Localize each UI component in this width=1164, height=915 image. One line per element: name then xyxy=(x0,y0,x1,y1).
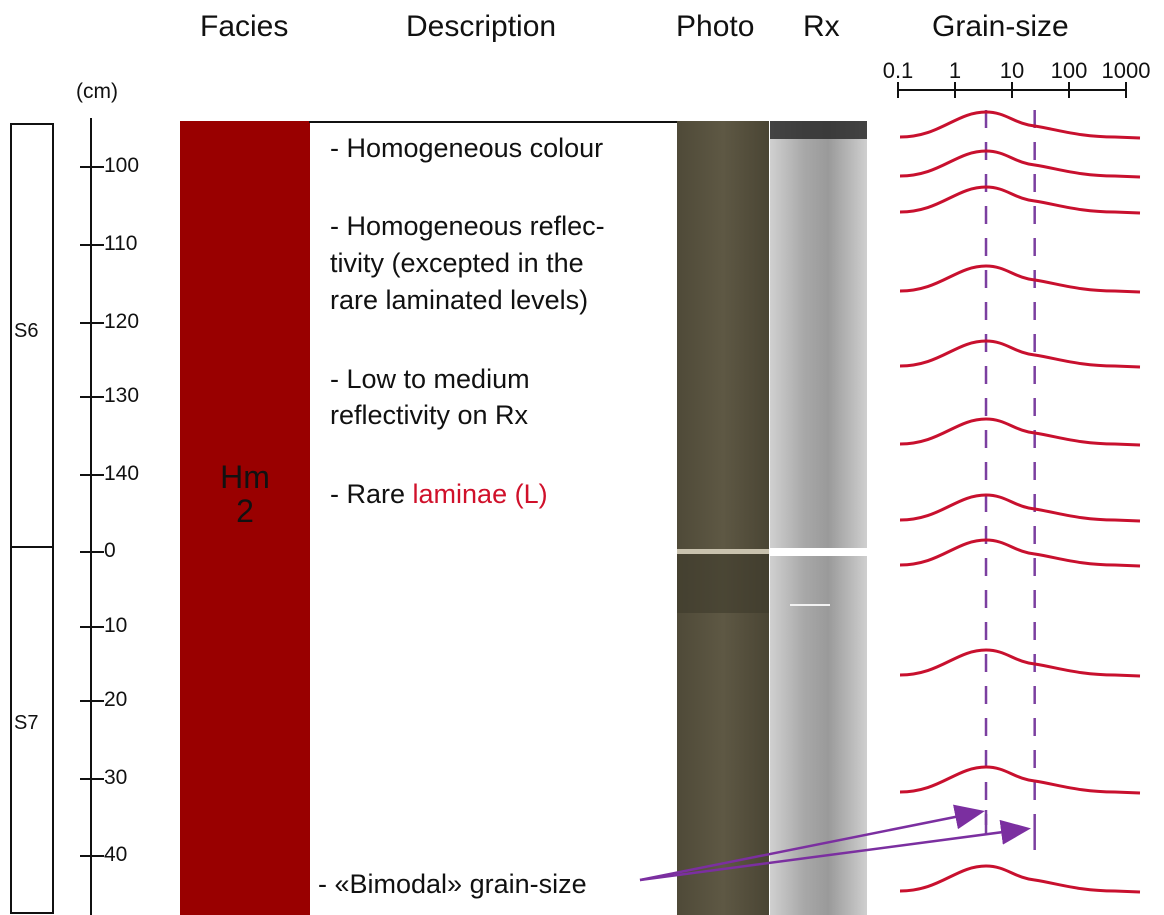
header-description: Description xyxy=(406,10,557,43)
desc-rare-laminae: - Rare laminae (L) xyxy=(330,476,548,512)
core-rx xyxy=(770,121,867,915)
grain-size-curve xyxy=(899,493,1141,523)
grain-size-curve xyxy=(899,765,1141,795)
desc-reflectivity-line3: rare laminated levels) xyxy=(330,285,589,315)
section-box-s7 xyxy=(10,546,54,914)
depth-tick-mark xyxy=(80,855,104,857)
desc-reflectivity-line2: tivity (excepted in the xyxy=(330,248,584,278)
core-rx-break xyxy=(770,548,867,556)
depth-tick-mark xyxy=(80,626,104,628)
depth-tick-label: 120 xyxy=(104,310,140,333)
grain-size-panel: 0.1 1 10 100 1000 xyxy=(883,58,1151,894)
depth-tick-label: 0 xyxy=(104,539,116,562)
depth-tick-mark xyxy=(80,700,104,702)
grain-scale-label: 10 xyxy=(1000,58,1024,83)
desc-low-medium-line2: reflectivity on Rx xyxy=(330,400,529,430)
header-grain-size: Grain-size xyxy=(932,10,1069,43)
core-rx-lamina xyxy=(790,604,830,606)
description-box xyxy=(309,121,677,915)
grain-size-curve xyxy=(899,339,1141,369)
depth-tick-label: 110 xyxy=(104,232,138,255)
grain-scale-label: 1000 xyxy=(1102,58,1151,83)
depth-tick-mark xyxy=(80,322,104,324)
depth-tick-mark xyxy=(80,244,104,246)
depth-tick-label: 130 xyxy=(104,384,140,407)
depth-tick-label: 40 xyxy=(104,843,128,866)
depth-tick-label: 20 xyxy=(104,688,128,711)
grain-size-curve xyxy=(899,185,1141,215)
core-photo-dark-band xyxy=(677,553,769,613)
core-rx-top-dark xyxy=(770,121,867,139)
desc-bimodal: - «Bimodal» grain-size xyxy=(318,866,591,902)
grain-scale-label: 0.1 xyxy=(883,58,914,83)
desc-rare-prefix: - Rare xyxy=(330,479,413,509)
grain-size-curve xyxy=(899,538,1141,568)
section-label-s7: S7 xyxy=(14,712,39,734)
depth-unit-label: (cm) xyxy=(76,80,118,103)
facies-code: Hm 2 xyxy=(180,460,310,528)
depth-tick-mark xyxy=(80,778,104,780)
grain-scale-label: 1 xyxy=(949,58,961,83)
grain-size-curve xyxy=(899,149,1141,179)
core-photo xyxy=(677,121,769,915)
header-facies: Facies xyxy=(200,10,289,43)
facies-code-line1: Hm xyxy=(220,459,270,495)
core-images xyxy=(677,121,867,915)
grain-scale-label: 100 xyxy=(1051,58,1088,83)
grain-size-curve xyxy=(899,110,1141,140)
depth-tick-label: 140 xyxy=(104,462,140,485)
depth-tick-mark xyxy=(80,166,104,168)
desc-homogeneous-colour: - Homogeneous colour xyxy=(330,133,604,163)
header-rx: Rx xyxy=(803,10,840,43)
header-photo: Photo xyxy=(676,10,755,43)
facies-code-line2: 2 xyxy=(236,493,254,529)
grain-size-curve xyxy=(899,648,1141,678)
desc-low-medium-line1: - Low to medium xyxy=(330,364,530,394)
facies-column xyxy=(180,121,310,915)
depth-tick-mark xyxy=(80,551,104,553)
depth-tick-mark xyxy=(80,396,104,398)
core-photo-section-break xyxy=(677,549,769,554)
desc-reflectivity-line1: - Homogeneous reflec- xyxy=(330,211,605,241)
depth-axis xyxy=(90,118,92,915)
grain-size-curve xyxy=(899,417,1141,447)
grain-size-curve xyxy=(899,864,1141,894)
desc-laminae-highlight: laminae (L) xyxy=(412,479,548,509)
depth-tick-mark xyxy=(80,474,104,476)
section-label-s6: S6 xyxy=(14,320,39,342)
grain-size-curve xyxy=(899,264,1141,294)
depth-tick-label: 10 xyxy=(104,614,128,637)
depth-tick-label: 100 xyxy=(104,154,140,177)
depth-tick-label: 30 xyxy=(104,766,128,789)
